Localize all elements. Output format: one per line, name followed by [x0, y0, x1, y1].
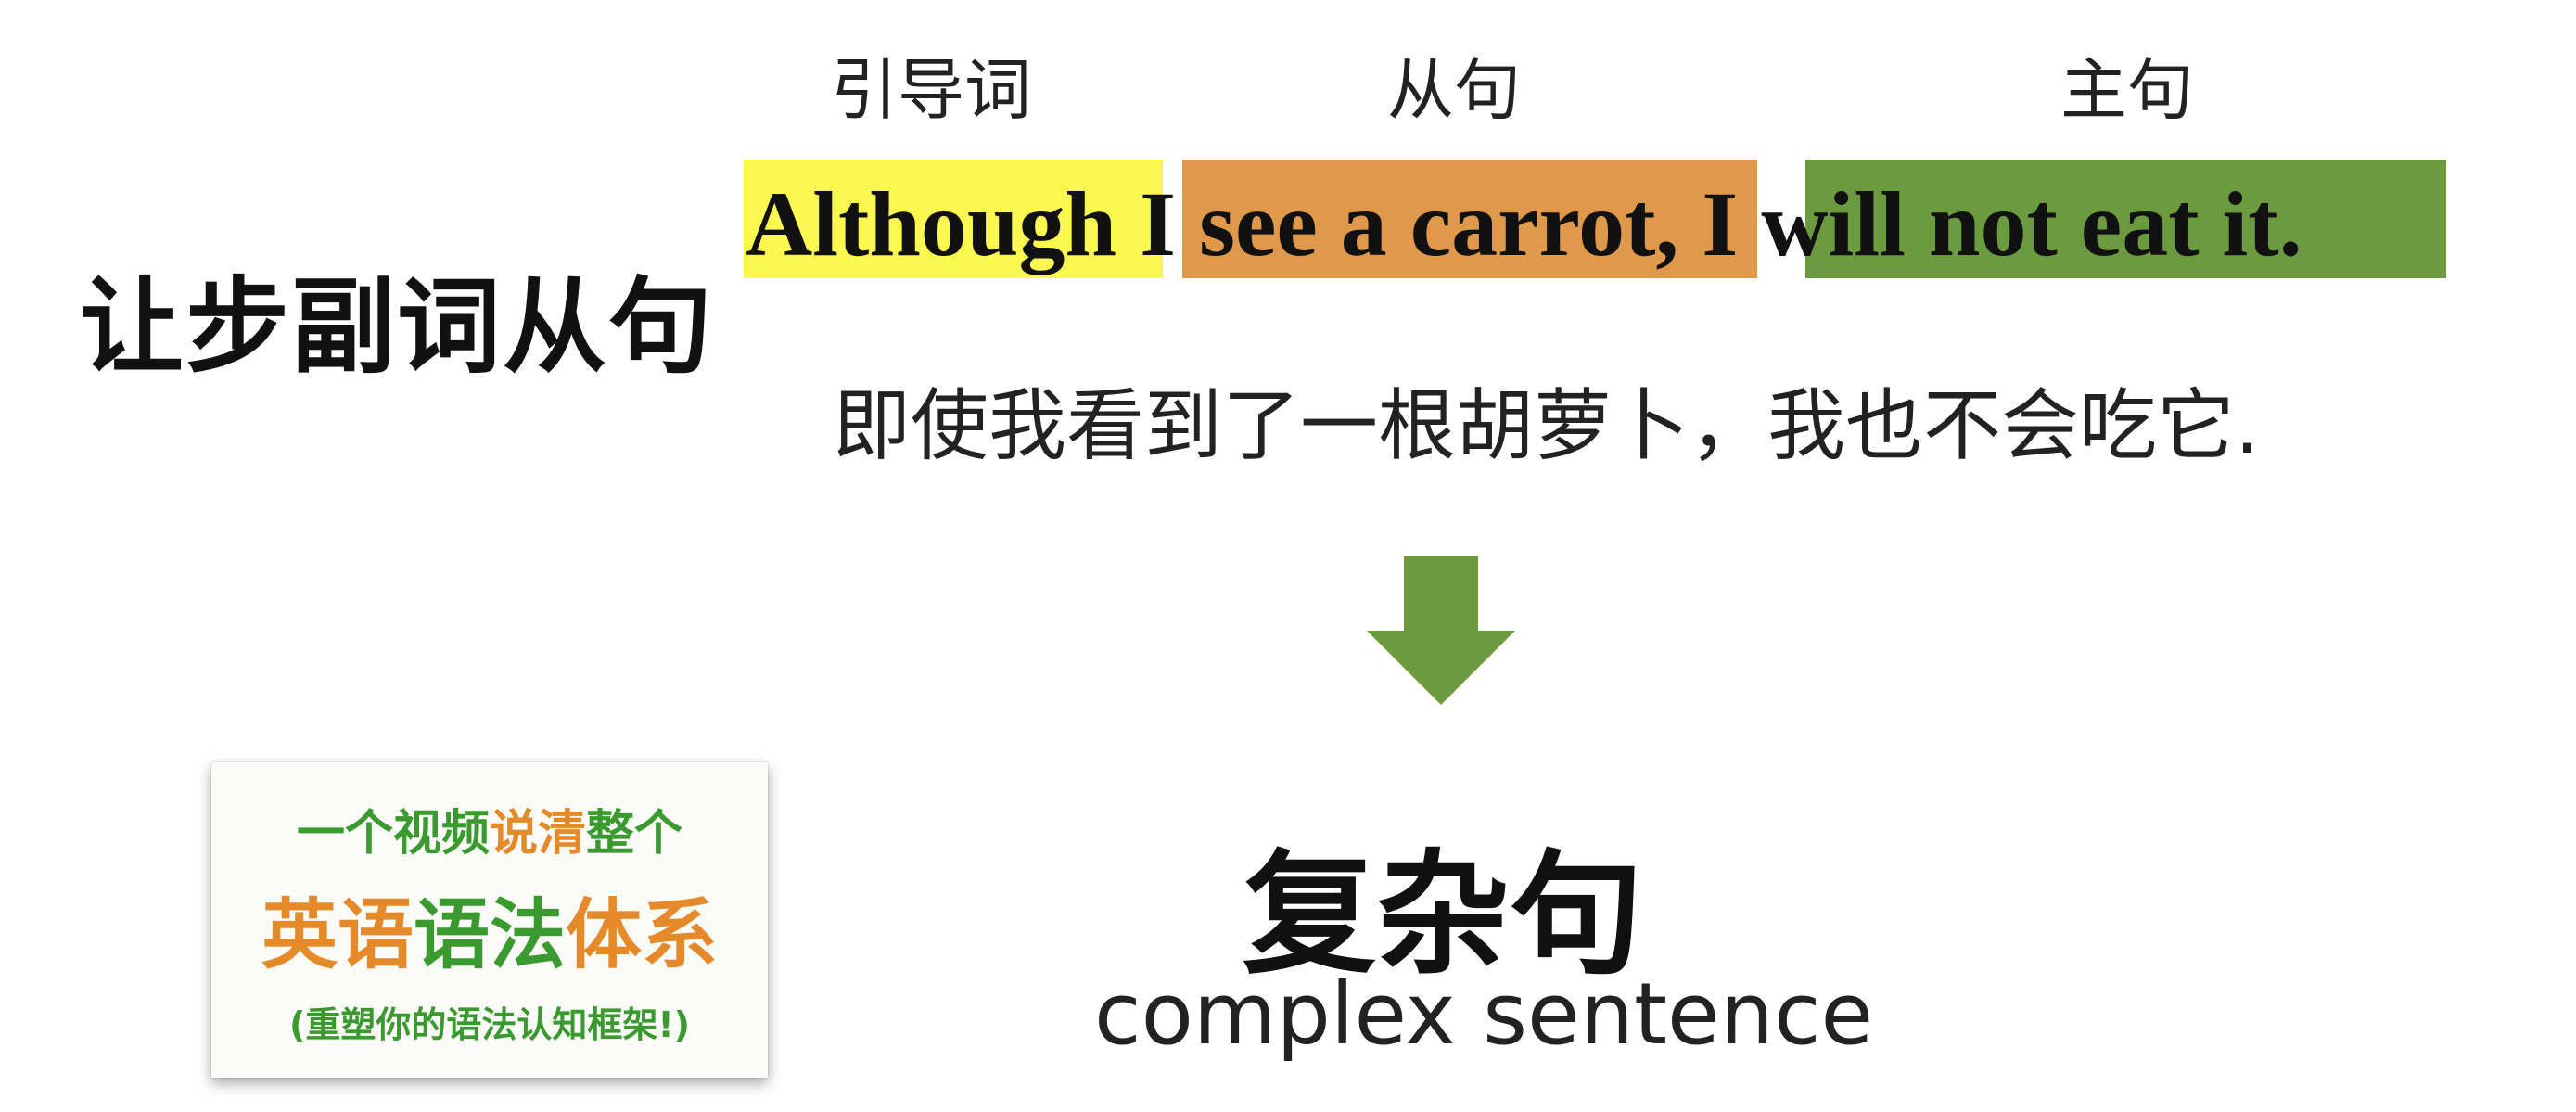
intro-word-highlight [744, 160, 1163, 278]
promo-line-2-part-3: 体系 [566, 890, 719, 979]
promo-card[interactable]: 一个视频说清整个 英语语法体系 (重塑你的语法认知框架!) [211, 762, 768, 1078]
sentence-period: . [2278, 173, 2302, 275]
result-subtitle: complex sentence [1094, 965, 1874, 1064]
sentence-comma: , [1655, 173, 1702, 275]
promo-line-1-part-1: 一个视频 [296, 805, 490, 862]
sentence-space [1116, 173, 1140, 275]
clause-highlight [1182, 160, 1757, 278]
example-sentence: Although I see a carrot, I will not eat … [746, 165, 2302, 284]
main-clause-highlight [1805, 160, 2446, 278]
promo-line-2-part-1: 英语 [261, 890, 414, 979]
promo-line-2: 英语语法体系 [261, 873, 718, 983]
label-intro-word: 引导词 [831, 51, 1032, 129]
label-clause: 从句 [1387, 51, 1522, 129]
label-main-clause: 主句 [2060, 51, 2195, 129]
sentence-clause: I see a carrot [1140, 173, 1656, 275]
promo-line-3: (重塑你的语法认知框架!) [288, 1003, 691, 1045]
sentence-intro-word: Although [746, 173, 1117, 275]
chinese-translation: 即使我看到了一根胡萝卜，我也不会吃它. [833, 380, 2260, 471]
page-title: 让步副词从句 [80, 266, 714, 388]
promo-line-1-part-2: 说清 [489, 805, 586, 862]
promo-line-1: 一个视频说清整个 [297, 794, 682, 863]
promo-line-2-part-2: 语法 [413, 890, 566, 979]
sentence-main-clause: I will not eat it [1702, 173, 2279, 275]
arrow-down-icon [1367, 556, 1515, 709]
promo-line-1-part-3: 整个 [586, 805, 683, 862]
result-title: 复杂句 [1243, 836, 1644, 992]
